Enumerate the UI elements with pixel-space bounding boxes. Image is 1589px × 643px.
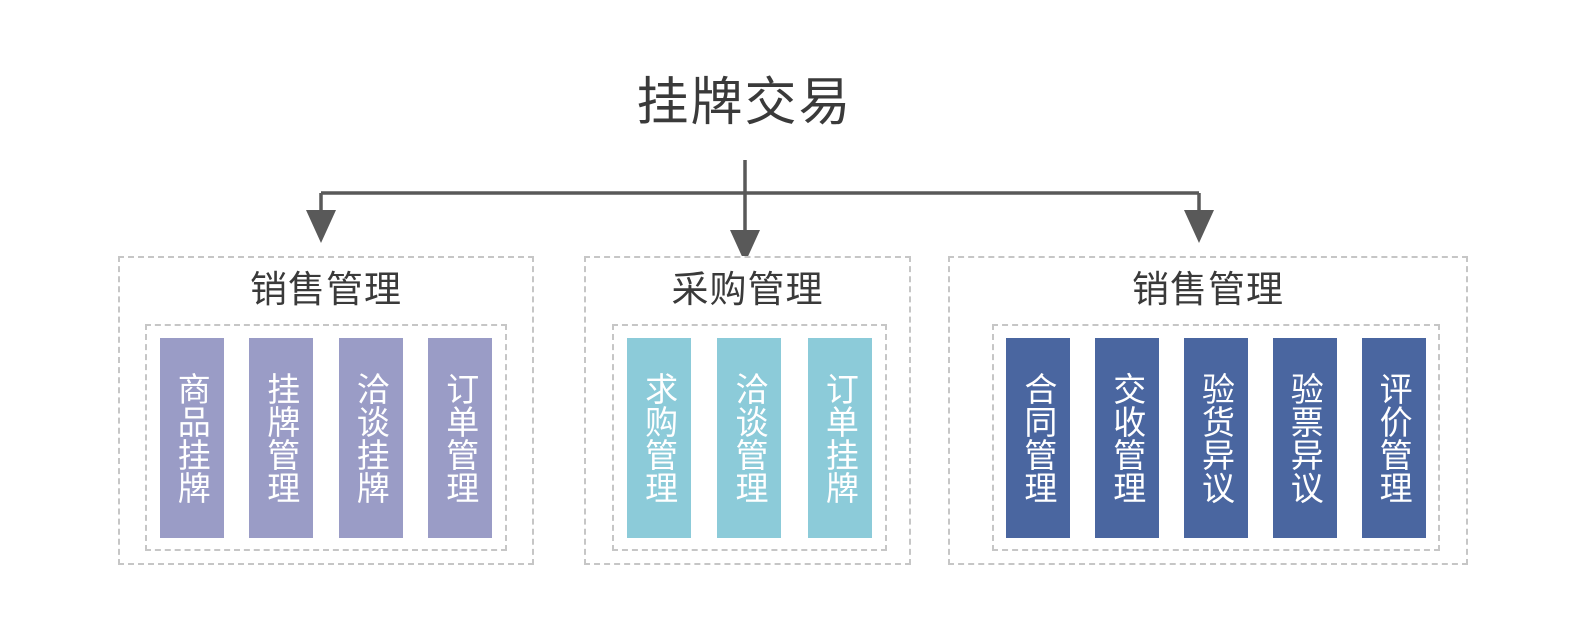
card-label: 订单挂牌 <box>821 371 859 504</box>
card-label: 合同管理 <box>1019 371 1057 504</box>
card-item[interactable]: 订单管理 <box>428 337 493 538</box>
group-cards-box: 求购管理 洽谈管理 订单挂牌 <box>612 324 887 551</box>
card-item[interactable]: 验票异议 <box>1272 337 1337 538</box>
arrowhead-right-icon <box>1184 210 1214 243</box>
card-item[interactable]: 挂牌管理 <box>249 337 314 538</box>
card-item[interactable]: 合同管理 <box>1006 337 1071 538</box>
card-label: 洽谈管理 <box>730 371 768 504</box>
root-node-title: 挂牌交易 <box>636 74 853 132</box>
card-label: 挂牌管理 <box>262 371 300 504</box>
group-title: 销售管理 <box>1132 269 1284 310</box>
card-item[interactable]: 订单挂牌 <box>807 337 872 538</box>
card-label: 求购管理 <box>640 371 678 504</box>
card-label: 商品挂牌 <box>173 371 211 504</box>
card-item[interactable]: 求购管理 <box>627 337 692 538</box>
group-container-sales: 销售管理 商品挂牌 挂牌管理 洽谈挂牌 订单管理 <box>118 256 534 565</box>
group-cards-box: 商品挂牌 挂牌管理 洽谈挂牌 订单管理 <box>145 324 507 551</box>
group-title: 销售管理 <box>250 269 402 310</box>
group-cards-box: 合同管理 交收管理 验货异议 验票异议 评价管理 <box>992 324 1440 551</box>
group-container-settlement: 销售管理 合同管理 交收管理 验货异议 验票异议 评价管理 <box>948 256 1468 565</box>
card-label: 验票异议 <box>1286 371 1324 504</box>
card-label: 订单管理 <box>441 371 479 504</box>
card-label: 交收管理 <box>1108 371 1146 504</box>
card-label: 验货异议 <box>1197 371 1235 504</box>
card-label: 评价管理 <box>1375 371 1413 504</box>
card-item[interactable]: 商品挂牌 <box>159 337 224 538</box>
group-title: 采购管理 <box>671 269 824 310</box>
card-item[interactable]: 洽谈管理 <box>717 337 782 538</box>
card-label: 洽谈挂牌 <box>352 371 390 504</box>
card-item[interactable]: 评价管理 <box>1361 337 1426 538</box>
card-item[interactable]: 验货异议 <box>1183 337 1248 538</box>
group-container-purchasing: 采购管理 求购管理 洽谈管理 订单挂牌 <box>584 256 911 565</box>
card-item[interactable]: 洽谈挂牌 <box>338 337 403 538</box>
card-item[interactable]: 交收管理 <box>1095 337 1160 538</box>
arrowhead-left-icon <box>306 210 336 243</box>
